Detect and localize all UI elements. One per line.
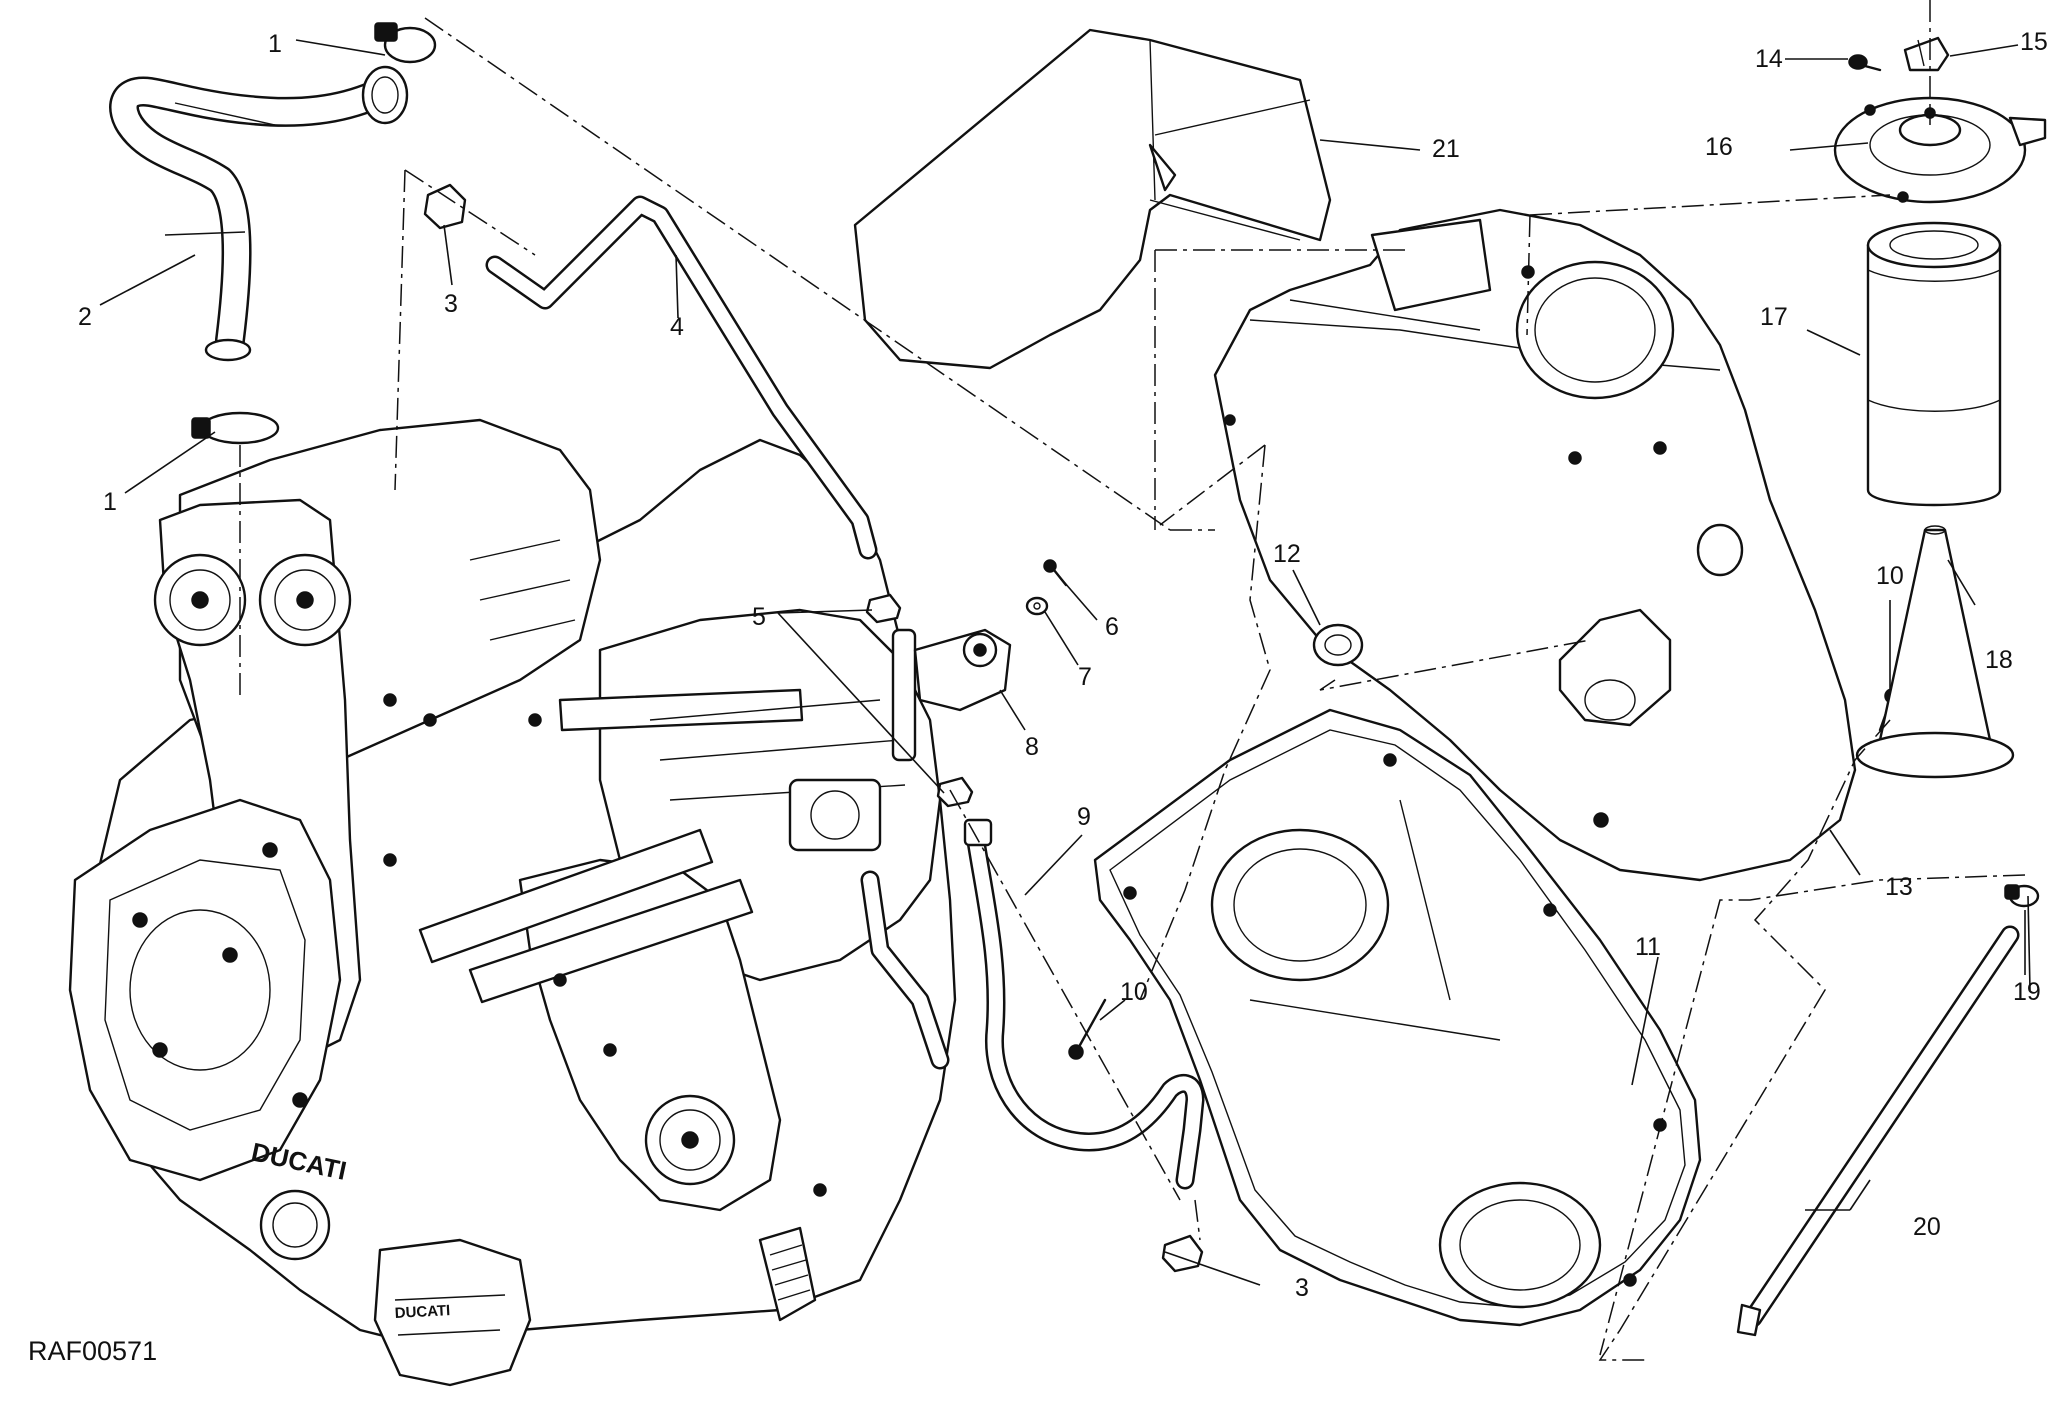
cap-part-5-upper [865,593,902,624]
leader-lines [99,39,2031,1286]
callout-18: 18 [1985,646,2013,674]
screw-part-14 [1848,54,1882,72]
cap-part-3-top [423,183,467,230]
screw-part-10-left [1068,998,1107,1060]
callout-15: 15 [2020,28,2048,56]
callout-6: 6 [1105,613,1119,641]
callout-1-top: 1 [268,30,282,58]
sump-brand-label: DUCATI [394,1302,450,1322]
funnel-part-18 [1855,525,2015,779]
callout-1-bottom: 1 [103,488,117,516]
callout-10-left: 10 [1120,978,1148,1006]
washer-part-7 [1025,596,1049,616]
callout-labels: 1 1 2 3 3 4 5 6 7 8 9 10 10 11 12 13 14 … [78,28,2048,1302]
hose-part-9 [963,818,1205,1190]
clip-part-15 [1903,36,1950,72]
cap-part-5-lower [936,776,974,808]
callout-13: 13 [1885,873,1913,901]
callout-7: 7 [1078,663,1092,691]
callout-20: 20 [1913,1213,1941,1241]
callout-5: 5 [752,603,766,631]
filter-cap-part-16 [1833,96,2047,204]
cover-part-21 [853,28,1332,370]
callout-12: 12 [1273,540,1301,568]
callout-8: 8 [1025,733,1039,761]
document-code: RAF00571 [28,1336,157,1366]
valve-part-8 [891,628,1012,762]
hose-part-4 [485,195,878,560]
airbox-lower-part-11 [1093,708,1702,1327]
callout-14: 14 [1755,45,1783,73]
engine-assembly: DUCATI DUCATI [68,418,957,1387]
callout-19: 19 [2013,978,2041,1006]
callout-17: 17 [1760,303,1788,331]
airbox-upper-part-13 [1213,208,1857,882]
grommet-part-12 [1312,623,1364,667]
drain-tube-part-20 [1736,925,2020,1337]
callout-21: 21 [1432,135,1460,163]
hose-clamp-bottom [191,411,280,445]
callout-9: 9 [1077,803,1091,831]
callout-3-bottom: 3 [1295,1274,1309,1302]
callout-3-top: 3 [444,290,458,318]
breather-hose-part-2 [109,65,409,362]
callout-16: 16 [1705,133,1733,161]
callout-11: 11 [1635,933,1661,961]
callout-2: 2 [78,303,92,331]
clamp-part-19 [2004,884,2040,908]
air-filter-part-17 [1866,221,2002,507]
callout-4: 4 [670,313,684,341]
hose-clamp-top [374,22,437,64]
assembly-lines [239,0,2026,1361]
callout-10-right: 10 [1876,562,1904,590]
